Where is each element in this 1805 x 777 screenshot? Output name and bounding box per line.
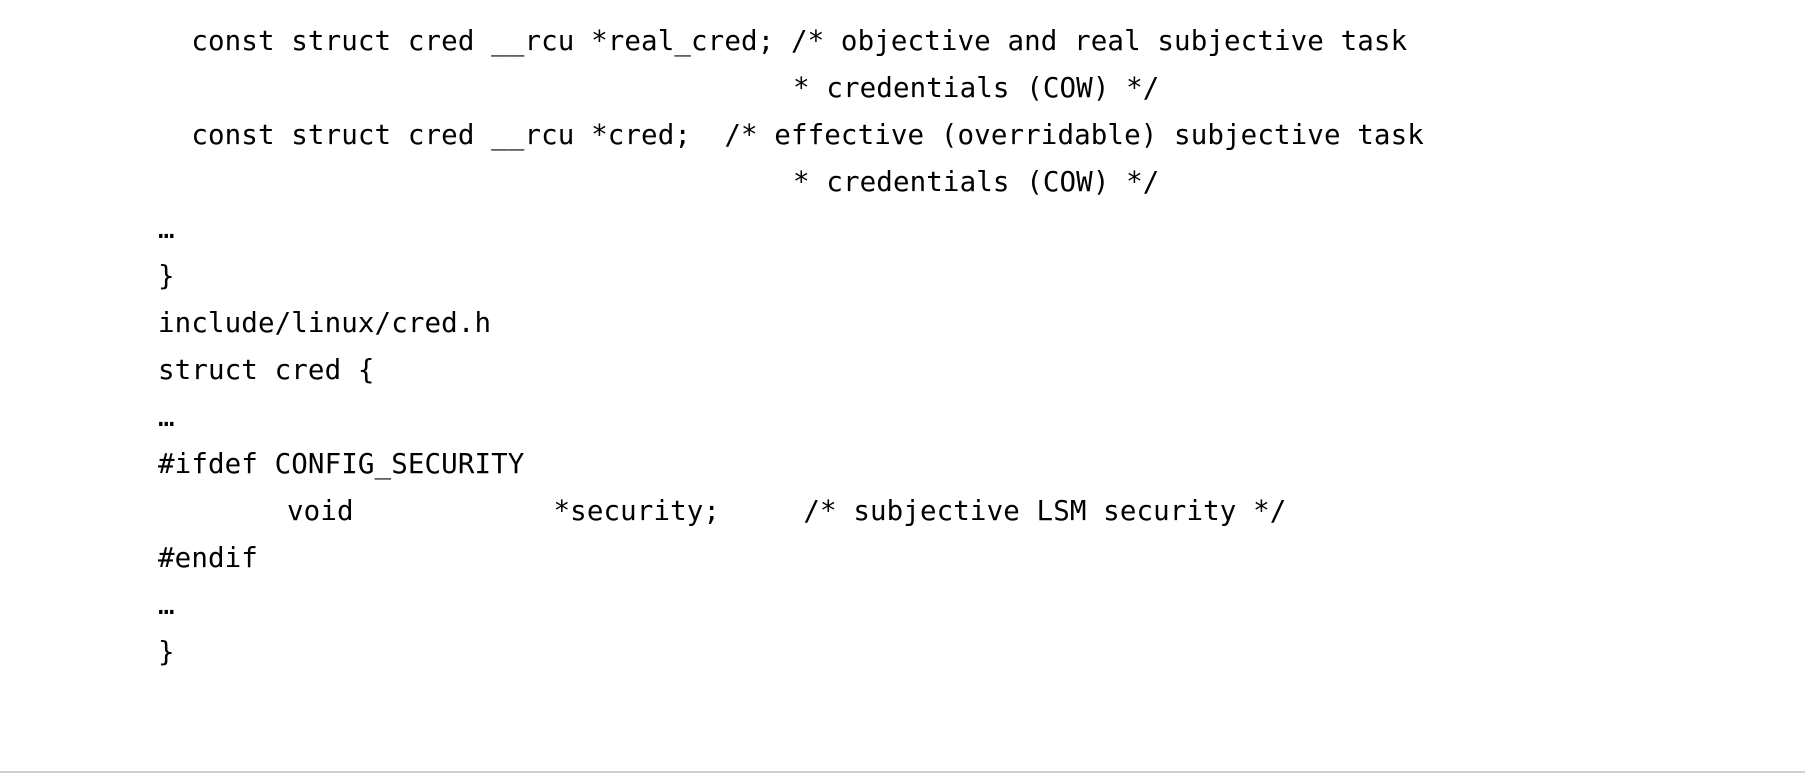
line-ifdef: #ifdef CONFIG_SECURITY bbox=[158, 448, 525, 480]
bottom-divider bbox=[0, 771, 1805, 773]
line-elide-1: … bbox=[158, 213, 175, 245]
line-endif: #endif bbox=[158, 542, 258, 574]
line-real-cred: const struct cred __rcu *real_cred; /* o… bbox=[158, 25, 1408, 57]
line-real-cred-cont: * credentials (COW) */ bbox=[793, 72, 1160, 104]
line-struct-cred: struct cred { bbox=[158, 354, 375, 386]
code-block: const struct cred __rcu *real_cred; /* o… bbox=[158, 25, 1424, 668]
line-security-member: void *security; /* subjective LSM securi… bbox=[287, 495, 1287, 527]
line-close-brace-2: } bbox=[158, 636, 175, 668]
line-elide-2: … bbox=[158, 401, 175, 433]
line-cred: const struct cred __rcu *cred; /* effect… bbox=[158, 119, 1424, 151]
line-elide-3: … bbox=[158, 589, 175, 621]
line-close-brace-1: } bbox=[158, 260, 175, 292]
line-cred-cont: * credentials (COW) */ bbox=[793, 166, 1160, 198]
line-header-path: include/linux/cred.h bbox=[158, 307, 492, 339]
